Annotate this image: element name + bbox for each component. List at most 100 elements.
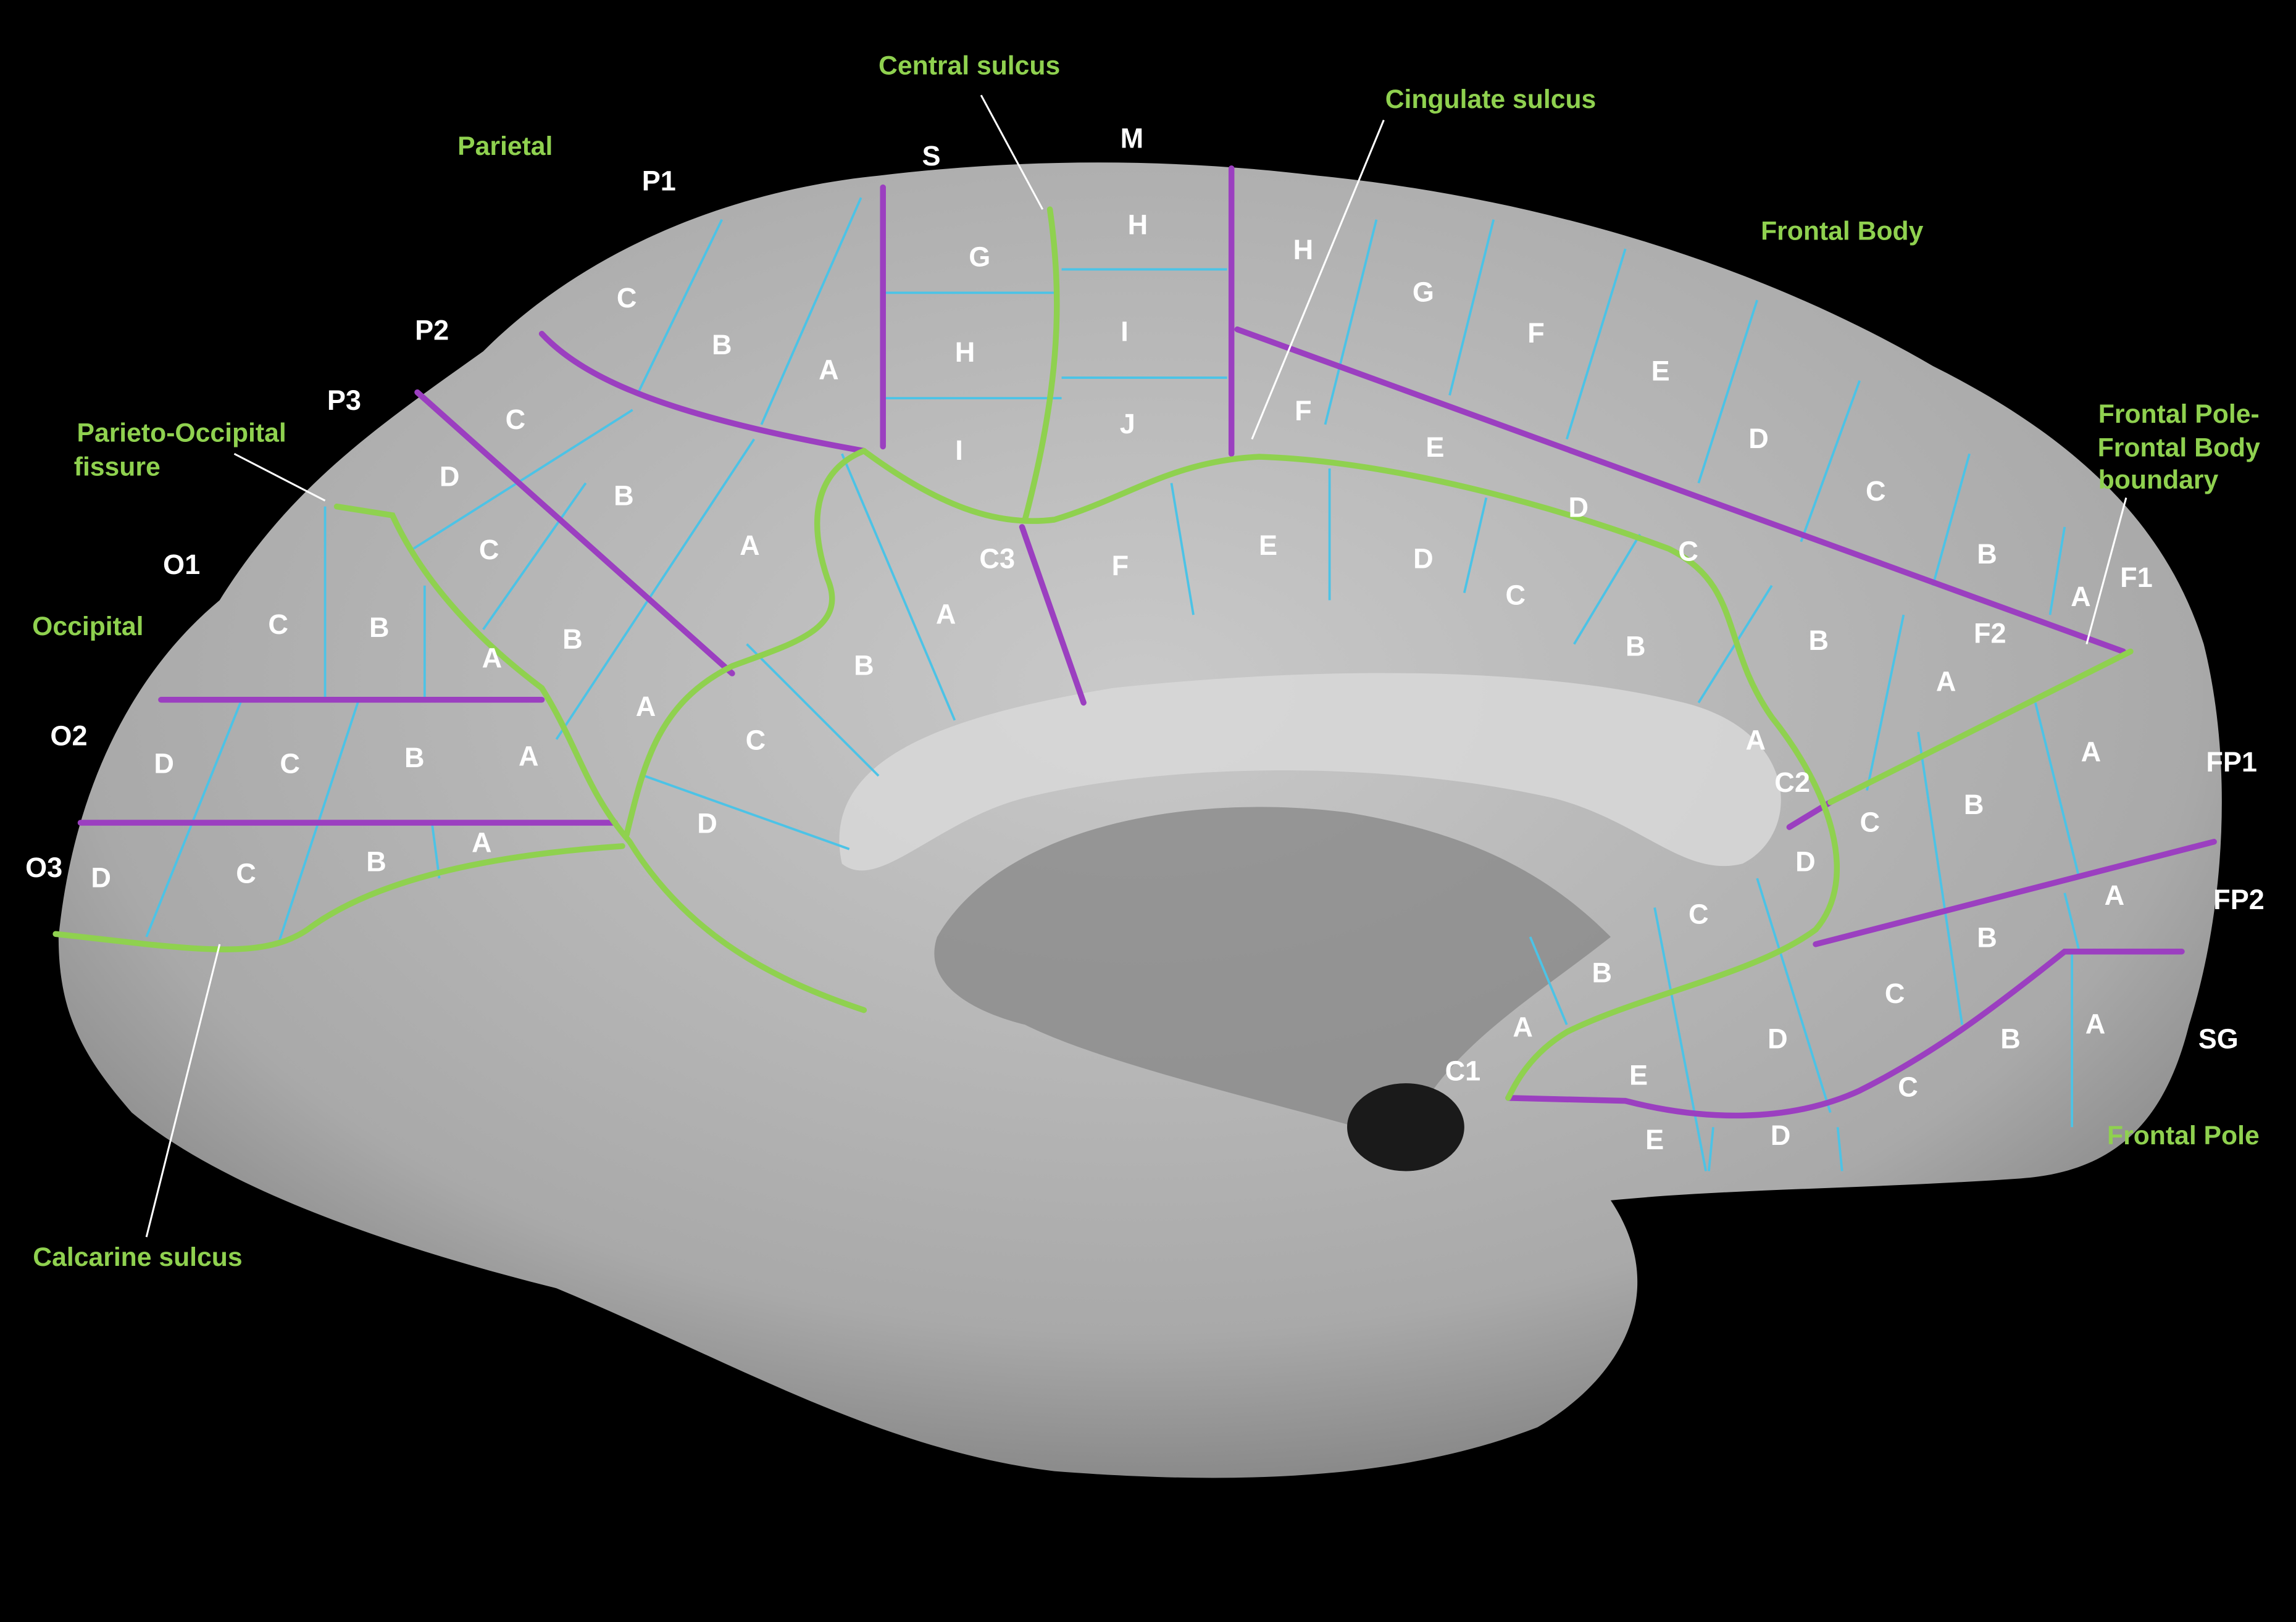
segment-line [430, 822, 441, 879]
segment-line [1800, 380, 1861, 543]
segment-letter: A [2071, 581, 2091, 612]
segment-line [412, 409, 633, 551]
parieto-occipital-fissure-line [333, 503, 867, 1013]
segment-letter: F [1527, 317, 1545, 349]
segment-letter: B [404, 742, 425, 773]
pointer-line [233, 452, 326, 502]
sulcus-label-central-sulcus: Central sulcus [879, 51, 1060, 80]
segment-line [1866, 614, 1905, 791]
segment-letter: H [1128, 209, 1148, 241]
segment-letter: D [1569, 491, 1589, 523]
segment-letter: F [1112, 550, 1129, 581]
pointer-line [145, 944, 221, 1237]
segment-letter: I [1121, 316, 1129, 347]
segment-letter: A [472, 826, 492, 858]
pointer-line [980, 94, 1044, 210]
segment-letter: B [1977, 922, 1997, 954]
segment-letter: A [2105, 880, 2125, 911]
segment-letter: B [1809, 625, 1829, 656]
segment-letter: C [506, 404, 526, 435]
segment-letter: A [1936, 666, 1956, 697]
segment-line [1697, 299, 1758, 484]
segment-line [1448, 219, 1495, 396]
segment-letter: D [1795, 846, 1816, 877]
segment-letter: C [617, 282, 637, 314]
parietal-sulcus-line [624, 447, 867, 838]
segment-line [482, 482, 587, 630]
segment-line [841, 453, 956, 721]
segment-letter: B [1592, 957, 1612, 989]
segment-letter: B [614, 480, 634, 511]
segment-letter: C [1689, 899, 1709, 930]
sulcus-lines [52, 206, 2134, 1101]
segment-letter: B [1977, 538, 1997, 570]
gyrus-label-fp2: FP2 [2213, 884, 2265, 915]
segment-letter: C [746, 724, 766, 755]
segment-letter: D [440, 461, 460, 493]
pointer-line [2085, 497, 2127, 645]
gyrus-label-f1: F1 [2120, 562, 2153, 593]
gyrus-label-c1: C1 [1445, 1055, 1481, 1086]
segment-letter: B [1626, 631, 1646, 662]
region-label-frontal-body: Frontal Body [1761, 216, 1923, 246]
boundary-line-fp [1813, 839, 2217, 947]
segment-line [1529, 936, 1568, 1026]
segment-line [1463, 497, 1488, 594]
segment-letter: C [280, 747, 300, 779]
segment-letter: C [479, 534, 499, 565]
segment-letter: A [1513, 1011, 1533, 1042]
segment-lines [145, 197, 2081, 1171]
segment-letter: C [1898, 1071, 1918, 1103]
segment-letter: A [936, 598, 956, 630]
sulcus-label-calcarine-sulcus: Calcarine sulcus [33, 1242, 242, 1272]
gyrus-label-f2: F2 [1974, 617, 2006, 649]
segment-letter: E [1426, 431, 1444, 463]
segment-letter: C [1860, 806, 1881, 838]
segment-letter: J [1120, 408, 1135, 439]
boundary-lines [77, 165, 2217, 1119]
segment-line [746, 643, 880, 777]
corpus-callosum [839, 673, 1781, 871]
segment-letter: E [1651, 356, 1670, 387]
segment-line [643, 775, 850, 851]
boundary-line-p2-p3 [414, 389, 735, 676]
region-label-parietal: Parietal [457, 131, 553, 161]
segment-line [2063, 892, 2081, 952]
gyrus-label-s: S [922, 140, 940, 172]
segment-letter: B [369, 612, 390, 643]
segment-line [1324, 219, 1378, 425]
segment-letter: E [1645, 1124, 1664, 1155]
segment-line [1756, 878, 1832, 1113]
segment-letter: H [955, 336, 975, 368]
segment-line [2048, 526, 2066, 615]
segment-line [1573, 533, 1642, 645]
sulcus-label-fp-boundary-1: Frontal Pole- [2098, 399, 2260, 429]
segment-letter: B [562, 623, 583, 655]
segment-line [1917, 731, 1964, 1025]
segment-letter: A [2081, 736, 2102, 767]
gyrus-label-m: M [1121, 123, 1144, 154]
segment-letter: A [740, 530, 760, 561]
boundary-line-c3 [1019, 524, 1087, 706]
segment-line [1566, 248, 1627, 440]
sulcus-label-fp-boundary-3: boundary [2098, 465, 2219, 495]
segment-letter: A [636, 691, 656, 722]
sulcus-label-cingulate-sulcus: Cingulate sulcus [1385, 85, 1597, 114]
segment-letter: D [1413, 543, 1434, 574]
segment-letter: D [1768, 1023, 1788, 1054]
segment-letter: C [1885, 978, 1905, 1009]
cingulate-sulcus-line [861, 447, 1840, 1101]
segment-letter: D [1748, 423, 1769, 454]
segment-letter: C [1506, 580, 1526, 611]
segment-letter: B [2000, 1023, 2021, 1054]
segment-letter: B [1964, 789, 1984, 820]
boundary-line-sg [1505, 948, 2185, 1119]
segment-letter: D [91, 862, 111, 893]
segment-line [1653, 907, 1708, 1171]
segment-line [2034, 702, 2081, 879]
gyrus-label-p2: P2 [415, 314, 449, 346]
region-label-occipital: Occipital [32, 612, 143, 641]
segment-letter: C [1866, 475, 1886, 507]
